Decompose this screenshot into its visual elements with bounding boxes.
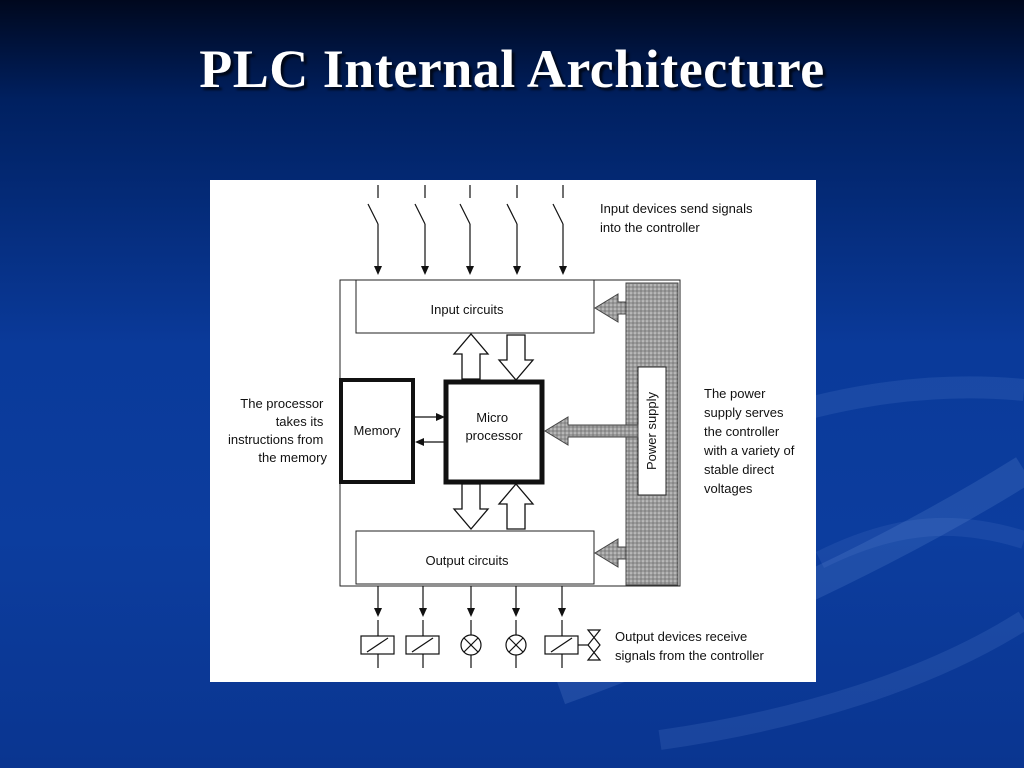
input-switch xyxy=(367,185,382,275)
power-feed-arrows xyxy=(544,293,639,568)
processor-note-line: the memory xyxy=(258,450,327,465)
output-devices xyxy=(360,620,602,668)
power-note-line: with a variety of xyxy=(703,443,795,458)
memory-box xyxy=(339,378,415,484)
input-bus-arrows xyxy=(452,332,535,382)
memory-label: Memory xyxy=(354,423,401,438)
input-devices-note: Input devices send signals into the cont… xyxy=(600,201,756,235)
microprocessor-label-line: Micro xyxy=(476,410,508,425)
relay-coil-icon xyxy=(405,620,440,668)
solenoid-valve-icon xyxy=(544,620,602,668)
processor-note-line: takes its xyxy=(276,414,324,429)
power-arrow-processor xyxy=(544,416,639,446)
plc-diagram: Input devices send signals into the cont… xyxy=(210,180,816,682)
output-note-line: Output devices receive xyxy=(615,629,747,644)
processor-memory-note: The processor takes its instructions fro… xyxy=(228,396,327,465)
bus-arrow-down xyxy=(497,334,535,382)
power-note-line: the controller xyxy=(704,424,780,439)
memory-processor-arrows xyxy=(415,413,445,446)
bus-arrow-down xyxy=(452,483,490,531)
bus-arrow-up xyxy=(497,482,535,530)
input-switches xyxy=(367,185,567,275)
bus-arrow-up xyxy=(452,332,490,380)
output-devices-note: Output devices receive signals from the … xyxy=(615,629,765,663)
input-switch xyxy=(459,185,474,275)
output-circuits-label: Output circuits xyxy=(425,553,509,568)
input-switch xyxy=(414,185,429,275)
input-note-line: Input devices send signals xyxy=(600,201,753,216)
processor-note-line: The processor xyxy=(240,396,324,411)
input-switch xyxy=(552,185,567,275)
power-note-line: The power xyxy=(704,386,766,401)
power-arrow-input xyxy=(594,293,627,323)
lamp-icon xyxy=(460,620,482,668)
output-bus-arrows xyxy=(452,482,535,531)
output-note-line: signals from the controller xyxy=(615,648,765,663)
plc-diagram-svg: Input devices send signals into the cont… xyxy=(228,185,798,668)
input-note-line: into the controller xyxy=(600,220,700,235)
power-note-line: voltages xyxy=(704,481,753,496)
output-arrows xyxy=(374,586,566,617)
power-supply-note: The power supply serves the controller w… xyxy=(703,386,798,496)
input-circuits-box xyxy=(355,279,595,334)
power-supply-label: Power supply xyxy=(644,391,659,470)
relay-coil-icon xyxy=(360,620,395,668)
slide-title: PLC Internal Architecture xyxy=(199,39,825,99)
output-circuits-box xyxy=(355,530,595,585)
microprocessor-box xyxy=(443,379,545,485)
power-note-line: supply serves xyxy=(704,405,784,420)
power-note-line: stable direct xyxy=(704,462,774,477)
microprocessor-label: Micro processor xyxy=(465,410,523,443)
input-circuits-label: Input circuits xyxy=(431,302,504,317)
power-supply-label-box xyxy=(637,366,667,496)
lamp-icon xyxy=(505,620,527,668)
microprocessor-label-line: processor xyxy=(465,428,523,443)
input-switch xyxy=(506,185,521,275)
power-arrow-output xyxy=(594,538,627,568)
processor-note-line: instructions from xyxy=(228,432,323,447)
